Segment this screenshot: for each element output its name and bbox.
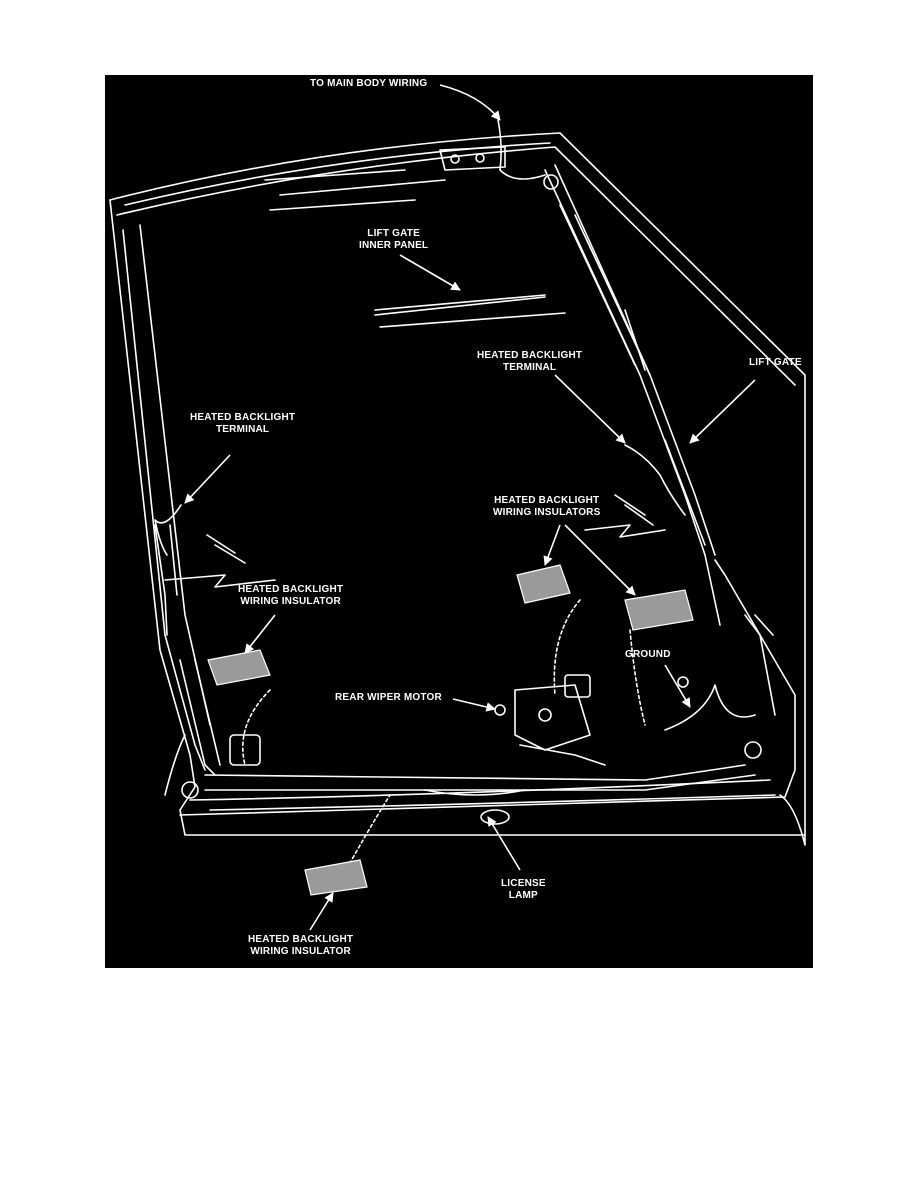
leader-insulators-right [564, 524, 636, 596]
inner-panel-line [374, 294, 546, 311]
insulator-bottom [304, 859, 368, 896]
label-insulator-left: HEATED BACKLIGHT WIRING INSULATOR [238, 584, 344, 607]
label-insulators-plural: HEATED BACKLIGHT WIRING INSULATORS [493, 495, 601, 518]
leader-main-body-wiring [439, 84, 501, 121]
license-lamp [480, 809, 510, 825]
leader-rear-wiper-motor [452, 698, 496, 712]
hinge-bracket [439, 146, 506, 171]
terminal-wire-right [624, 444, 686, 516]
right-pillar [544, 169, 721, 626]
label-rear-wiper-motor: REAR WIPER MOTOR [335, 692, 442, 703]
label-terminal-right: HEATED BACKLIGHT TERMINAL [477, 350, 583, 373]
lower-gate-outline [179, 559, 796, 816]
leader-terminal-left [184, 454, 231, 504]
leader-insulator-bottom [309, 892, 334, 931]
insulator-center [516, 564, 571, 604]
label-inner-panel: LIFT GATE INNER PANEL [359, 228, 429, 251]
wiper-motor-body [514, 684, 591, 751]
window-glass-top [124, 142, 551, 206]
label-lift-gate: LIFT GATE [749, 357, 802, 368]
wiper-motor-cap [564, 674, 591, 698]
leader-insulator-left [244, 614, 276, 654]
insulator-left [207, 649, 271, 686]
label-license-lamp: LICENSE LAMP [501, 878, 546, 901]
diagram-panel: TO MAIN BODY WIRING LIFT GATE INNER PANE… [105, 75, 813, 968]
leader-terminal-right [554, 374, 626, 444]
grommet-top [543, 174, 559, 190]
license-lamp-housing [424, 789, 526, 796]
leader-ground [664, 664, 691, 708]
terminal-wire-left [154, 504, 182, 556]
liftgate-outer-frame [109, 132, 806, 846]
leader-license-lamp [487, 816, 521, 871]
leader-lift-gate [689, 379, 756, 444]
label-ground: GROUND [625, 649, 671, 660]
insulator-right [624, 589, 694, 631]
leader-insulators-center [543, 524, 561, 566]
label-insulator-bottom: HEATED BACKLIGHT WIRING INSULATOR [248, 934, 354, 957]
liftgate-diagram [109, 84, 806, 931]
label-main-body-wiring: TO MAIN BODY WIRING [310, 78, 428, 89]
liftgate-frame-left [109, 199, 806, 836]
left-clip [229, 734, 261, 766]
hinge-hole [450, 154, 460, 164]
ground-screw [677, 676, 689, 688]
leader-inner-panel [399, 254, 461, 291]
main-wiring-harness [497, 119, 546, 180]
ground-wire [664, 684, 756, 731]
grommet-left [181, 781, 199, 799]
grommet-right [744, 741, 762, 759]
bottom-rail [204, 764, 746, 781]
label-terminal-left: HEATED BACKLIGHT TERMINAL [190, 412, 296, 435]
liftgate-inner-frame [116, 146, 796, 386]
